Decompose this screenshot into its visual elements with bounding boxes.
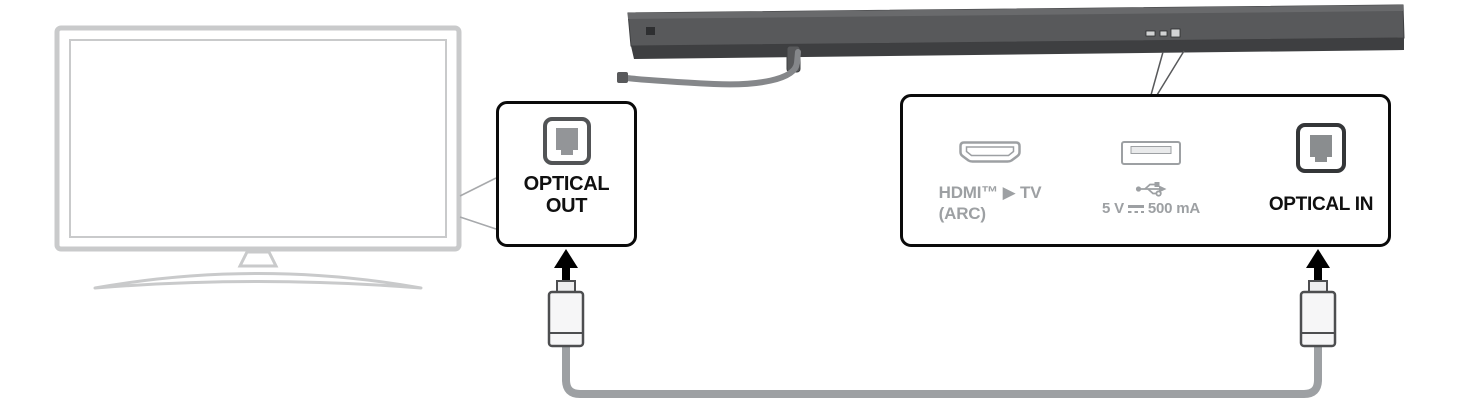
usb-volts: 5 V	[1101, 200, 1124, 217]
optical-out-port-icon	[542, 117, 591, 165]
optical-out-callout: OPTICAL OUT	[496, 101, 637, 247]
usb-trident-icon	[1135, 182, 1166, 197]
tv-stand-neck	[237, 250, 279, 268]
tv-callout-leader-lines	[459, 177, 497, 230]
hdmi-label: HDMI™ ▶ TV	[938, 183, 1042, 202]
rear-ports-callout: HDMI™ ▶ TV (ARC) 5 V	[900, 94, 1391, 247]
soundbar-detail-button	[646, 27, 655, 35]
hdmi-port-group: HDMI™ ▶ TV (ARC)	[917, 141, 1063, 224]
optical-cable-plug-right	[1299, 280, 1337, 348]
tv	[54, 25, 462, 290]
usb-power-label: 5 V 500 mA	[1102, 200, 1200, 218]
usb-port-icon	[1121, 141, 1181, 165]
optical-in-port-icon	[1296, 123, 1346, 173]
power-cord	[624, 49, 801, 88]
tv-screen	[69, 39, 447, 238]
optical-in-port-group: OPTICAL IN	[1265, 123, 1377, 216]
power-cord-end	[617, 72, 628, 83]
usb-port-tongue	[1130, 146, 1172, 154]
optical-port-core	[555, 127, 578, 155]
tv-frame	[54, 25, 462, 252]
optical-in-up-arrow	[1306, 249, 1330, 280]
dc-solid-dashed-icon	[1127, 205, 1144, 214]
optical-out-up-arrow	[554, 249, 578, 280]
soundbar-port-cutouts	[1145, 28, 1181, 38]
optical-out-label-line1: OPTICAL	[523, 173, 610, 195]
hdmi-label-block: HDMI™ ▶ TV (ARC)	[939, 183, 1042, 224]
optical-cable-plug-left	[547, 280, 585, 348]
soundbar	[617, 4, 1405, 88]
optical-out-label-line2: OUT	[545, 194, 588, 217]
tv-stand-base	[93, 272, 423, 290]
hdmi-sublabel: (ARC)	[938, 203, 986, 223]
optical-in-label: OPTICAL IN	[1268, 194, 1374, 215]
usb-current: 500 mA	[1147, 200, 1201, 217]
usb-port-group: 5 V 500 mA	[1081, 141, 1221, 218]
optical-cable	[562, 338, 1322, 398]
soundbar-underside	[631, 38, 1404, 59]
hdmi-port-icon	[959, 141, 1021, 163]
soundbar-callout-leader-lines	[1150, 50, 1185, 96]
optical-out-label: OPTICAL OUT	[523, 173, 610, 217]
soundbar-top-edge	[628, 5, 1403, 19]
optical-port-core	[1310, 134, 1332, 162]
